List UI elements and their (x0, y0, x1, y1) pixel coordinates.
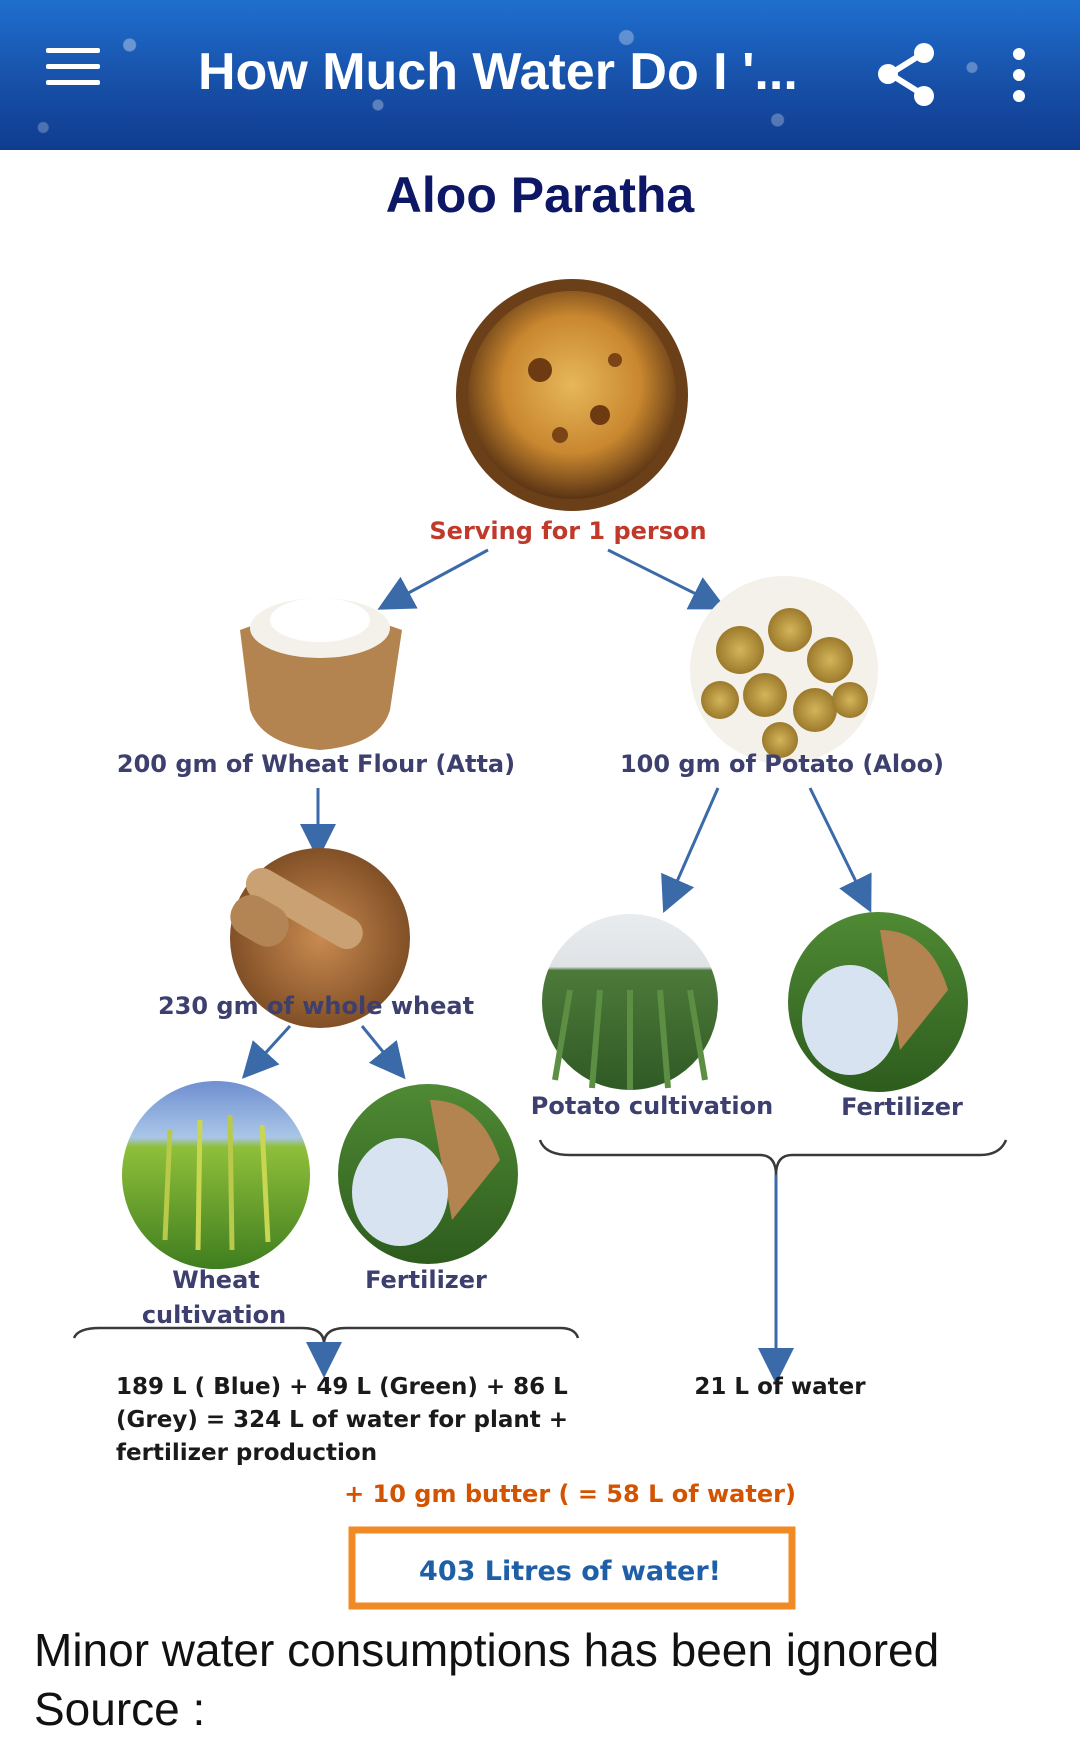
hamburger-menu-icon[interactable] (46, 48, 106, 98)
arrow-to-potato (607, 548, 727, 610)
wheat-cultivation-label-line2: cultivation (142, 1301, 286, 1329)
total-box (348, 1526, 796, 1610)
wheat-water-line2: (Grey) = 324 L of water for plant + (116, 1407, 568, 1433)
brace-right (538, 1139, 1008, 1176)
potato-cultivation-label: Potato cultivation (531, 1092, 773, 1120)
arrow-to-potato-cultivation (661, 787, 720, 913)
brace-left (72, 1326, 580, 1345)
wheat-water-line1: 189 L ( Blue) + 49 L (Green) + 86 L (116, 1374, 568, 1400)
more-vertical-icon[interactable] (1004, 45, 1034, 105)
flour-sack-image (240, 598, 402, 750)
arrow-to-wheat-cultivation (241, 1024, 292, 1079)
fertilizer-left-label: Fertilizer (365, 1266, 487, 1294)
potato-image (690, 576, 878, 764)
fertilizer-right-image (788, 912, 968, 1092)
page-title: Aloo Paratha (385, 167, 695, 223)
butter-label: + 10 gm butter ( = 58 L of water) (344, 1480, 796, 1508)
wheat-cultivation-label-line1: Wheat (172, 1266, 260, 1294)
whole-wheat-image (230, 848, 410, 1028)
potato-cultivation-image (542, 914, 718, 1090)
fertilizer-right-label: Fertilizer (841, 1093, 963, 1121)
serving-label: Serving for 1 person (429, 517, 706, 545)
app-bar-title: How Much Water Do I '... (198, 43, 798, 101)
wheat-flour-label: 200 gm of Wheat Flour (Atta) (117, 750, 515, 778)
fertilizer-left-image (338, 1084, 518, 1264)
share-icon[interactable] (872, 40, 942, 110)
arrow-to-fertilizer-left (360, 1025, 406, 1080)
paratha-image (456, 279, 688, 511)
arrow-to-flour (377, 548, 489, 610)
wheat-water-line3: fertilizer production (116, 1440, 377, 1466)
source-label: Source : (34, 1683, 206, 1735)
arrow-to-fertilizer-right (808, 787, 872, 913)
total-water-label: 403 Litres of water! (419, 1556, 721, 1587)
minor-consumption-note: Minor water consumptions has been ignore… (34, 1624, 940, 1676)
potato-label: 100 gm of Potato (Aloo) (620, 750, 944, 778)
wheat-cultivation-image (122, 1081, 310, 1269)
water-footprint-infographic: Serving for 1 person 200 gm of Wheat Flo… (0, 230, 1080, 1630)
app-bar: How Much Water Do I '... (0, 0, 1080, 150)
potato-water-label: 21 L of water (694, 1374, 866, 1400)
whole-wheat-label: 230 gm of whole wheat (158, 992, 474, 1020)
